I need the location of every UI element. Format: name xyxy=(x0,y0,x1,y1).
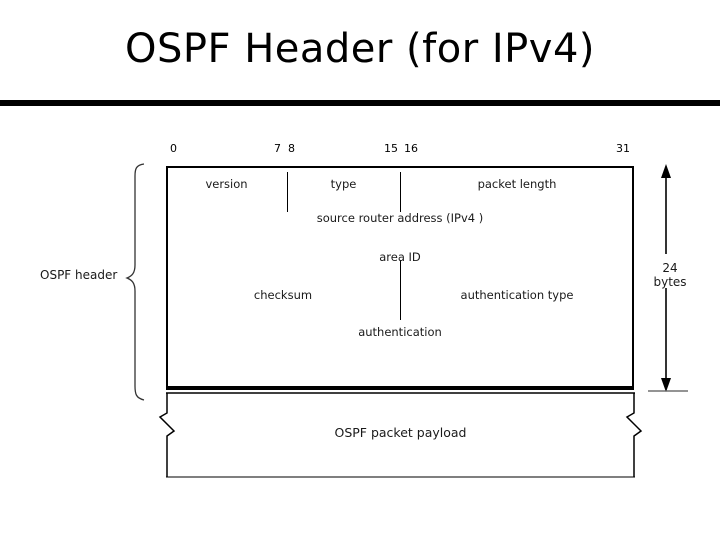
field-checksum: checksum xyxy=(253,288,313,302)
divider-bit8-row1 xyxy=(287,172,288,212)
bit-label-7: 7 xyxy=(274,142,281,155)
ospf-header-brace-icon xyxy=(125,163,145,401)
ospf-header-label: OSPF header xyxy=(40,268,118,282)
page-title: OSPF Header (for IPv4) xyxy=(124,26,596,72)
field-authentication-type: authentication type xyxy=(460,288,574,302)
field-area-id: area ID xyxy=(379,250,421,264)
field-type: type xyxy=(330,177,357,191)
bit-label-15: 15 xyxy=(384,142,398,155)
header-size-label: 24 bytes xyxy=(641,261,699,289)
field-packet-length: packet length xyxy=(477,177,557,191)
header-size-unit: bytes xyxy=(653,275,687,289)
payload-label: OSPF packet payload xyxy=(334,425,467,440)
bit-label-31: 31 xyxy=(616,142,630,155)
field-version: version xyxy=(205,177,248,191)
field-source-router-address: source router address (IPv4 ) xyxy=(316,211,484,225)
ospf-header-box xyxy=(166,166,634,390)
header-size-value: 24 xyxy=(662,261,678,275)
divider-bit16-row1 xyxy=(400,172,401,212)
header-size-arrow-icon xyxy=(648,164,688,392)
bit-label-16: 16 xyxy=(404,142,418,155)
field-authentication: authentication xyxy=(358,325,442,339)
bit-label-8: 8 xyxy=(288,142,295,155)
divider-bit16-row4 xyxy=(400,260,401,320)
bit-label-0: 0 xyxy=(170,142,177,155)
title-divider-rule xyxy=(0,100,720,106)
